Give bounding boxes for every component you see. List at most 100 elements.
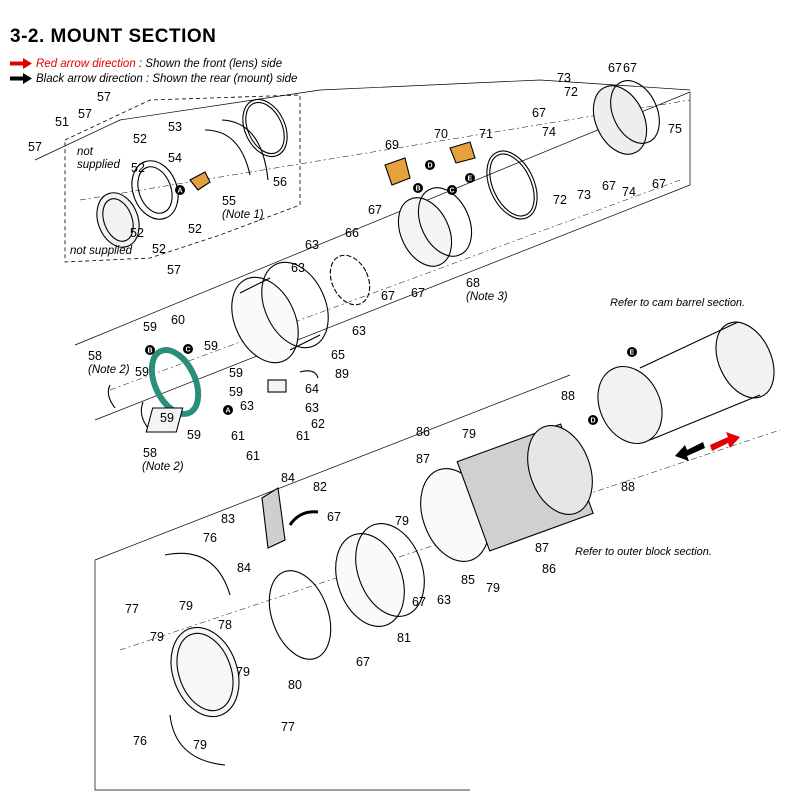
part-84-label: 84 bbox=[281, 471, 295, 485]
part-77-label: 77 bbox=[125, 602, 139, 616]
section-title: 3-2. MOUNT SECTION bbox=[10, 26, 217, 47]
black-arrow-icon bbox=[10, 73, 32, 85]
part-66-label: 66 bbox=[345, 226, 359, 240]
not-supplied-note-2: not supplied bbox=[70, 245, 133, 257]
marker-a-2: A bbox=[226, 408, 231, 415]
part-87-label: 87 bbox=[416, 452, 430, 466]
part-67-label: 67 bbox=[602, 179, 616, 193]
part-79-label: 79 bbox=[486, 581, 500, 595]
part-59-label: 59 bbox=[204, 339, 218, 353]
part-67-label: 67 bbox=[412, 595, 426, 609]
part-79-label: 79 bbox=[179, 599, 193, 613]
part-59-label: 59 bbox=[229, 366, 243, 380]
part-86-label: 86 bbox=[542, 562, 556, 576]
part-87-label: 87 bbox=[535, 541, 549, 555]
part-52-label: 52 bbox=[152, 242, 166, 256]
part-83-label: 83 bbox=[221, 512, 235, 526]
part-54-label: 54 bbox=[168, 151, 182, 165]
part-53-label: 53 bbox=[168, 120, 182, 134]
part-52-label: 52 bbox=[188, 222, 202, 236]
part-75-label: 75 bbox=[668, 122, 682, 136]
part-85-label: 85 bbox=[461, 573, 475, 587]
part-60-label: 60 bbox=[171, 313, 185, 327]
not-supplied-note-1b: supplied bbox=[77, 159, 120, 171]
part-73-label: 73 bbox=[557, 71, 571, 85]
red-arrow-icon bbox=[10, 58, 32, 70]
part-61-label: 61 bbox=[246, 449, 260, 463]
part-57-label: 57 bbox=[28, 140, 42, 154]
not-supplied-dashed-box bbox=[64, 94, 301, 263]
marker-d-2: D bbox=[591, 418, 596, 425]
part-67-label: 67 bbox=[652, 177, 666, 191]
part-72-label: 72 bbox=[553, 193, 567, 207]
part-88-label: 88 bbox=[561, 389, 575, 403]
legend-black-label: Black arrow direction bbox=[36, 73, 143, 85]
part-70-label: 70 bbox=[434, 127, 448, 141]
part-71-label: 71 bbox=[479, 127, 493, 141]
part-79-label: 79 bbox=[150, 630, 164, 644]
part-61-label: 61 bbox=[296, 429, 310, 443]
part-67-label: 67 bbox=[532, 106, 546, 120]
marker-c-2: C bbox=[186, 347, 191, 354]
top-assembly-frame bbox=[34, 79, 691, 161]
part-57-label: 57 bbox=[167, 263, 181, 277]
part-69-label: 69 bbox=[385, 138, 399, 152]
marker-b-2: B bbox=[148, 348, 153, 355]
cam-barrel-reference: Refer to cam barrel section. bbox=[610, 297, 745, 309]
part-76-label: 76 bbox=[133, 734, 147, 748]
note-2-label-b: (Note 2) bbox=[142, 461, 184, 473]
part-67-label: 67 bbox=[327, 510, 341, 524]
part-63-label: 63 bbox=[437, 593, 451, 607]
part-89-label: 89 bbox=[335, 367, 349, 381]
black-direction-arrow-icon bbox=[675, 442, 705, 461]
part-57-label: 57 bbox=[97, 90, 111, 104]
marker-e-2: E bbox=[630, 350, 635, 357]
part-63-label: 63 bbox=[305, 238, 319, 252]
notes-group: not supplied not supplied (Note 1) (Note… bbox=[70, 146, 745, 558]
part-52-label: 52 bbox=[130, 226, 144, 240]
part-59-label: 59 bbox=[229, 385, 243, 399]
part-59-label: 59 bbox=[135, 365, 149, 379]
part-65-label: 65 bbox=[331, 348, 345, 362]
part-86-label: 86 bbox=[416, 425, 430, 439]
marker-a: A bbox=[178, 188, 183, 195]
part-56-label: 56 bbox=[273, 175, 287, 189]
lower-components-group bbox=[164, 321, 775, 766]
part-79-label: 79 bbox=[236, 665, 250, 679]
part-51-label: 51 bbox=[55, 115, 69, 129]
note-3-label: (Note 3) bbox=[466, 291, 508, 303]
part-64-label: 64 bbox=[305, 382, 319, 396]
legend-black-row: Black arrow direction : Shown the rear (… bbox=[10, 73, 297, 85]
part-72-label: 72 bbox=[564, 85, 578, 99]
marker-d: D bbox=[428, 163, 433, 170]
part-67-label: 67 bbox=[356, 655, 370, 669]
mount-ring-group bbox=[96, 98, 288, 248]
part-67-label: 67 bbox=[368, 203, 382, 217]
part-59-label: 59 bbox=[187, 428, 201, 442]
part-57-label: 57 bbox=[78, 107, 92, 121]
mid-components-group bbox=[107, 347, 319, 433]
part-68-label: 68 bbox=[466, 276, 480, 290]
part-59-label: 59 bbox=[160, 411, 174, 425]
part-61-label: 61 bbox=[231, 429, 245, 443]
lower-panel-frame bbox=[94, 374, 571, 561]
marker-b: B bbox=[416, 186, 421, 193]
part-63-label: 63 bbox=[352, 324, 366, 338]
part-76-label: 76 bbox=[203, 531, 217, 545]
marker-e: E bbox=[468, 176, 473, 183]
part-67-label: 67 bbox=[381, 289, 395, 303]
note-1-label: (Note 1) bbox=[222, 209, 264, 221]
red-direction-arrow-icon bbox=[710, 432, 740, 451]
upper-panel-frame bbox=[74, 91, 691, 421]
part-67-label: 67 bbox=[608, 61, 622, 75]
part-79-label: 79 bbox=[193, 738, 207, 752]
part-79-label: 79 bbox=[395, 514, 409, 528]
part-labels: 51 52 52 52 52 52 53 54 55 56 57 57 57 5… bbox=[28, 61, 682, 752]
part-81-label: 81 bbox=[397, 631, 411, 645]
part-58-label: 58 bbox=[143, 446, 157, 460]
legend-red-row: Red arrow direction : Shown the front (l… bbox=[10, 58, 282, 70]
part-80-label: 80 bbox=[288, 678, 302, 692]
part-67-label: 67 bbox=[623, 61, 637, 75]
legend-red-label: Red arrow direction bbox=[36, 58, 136, 70]
